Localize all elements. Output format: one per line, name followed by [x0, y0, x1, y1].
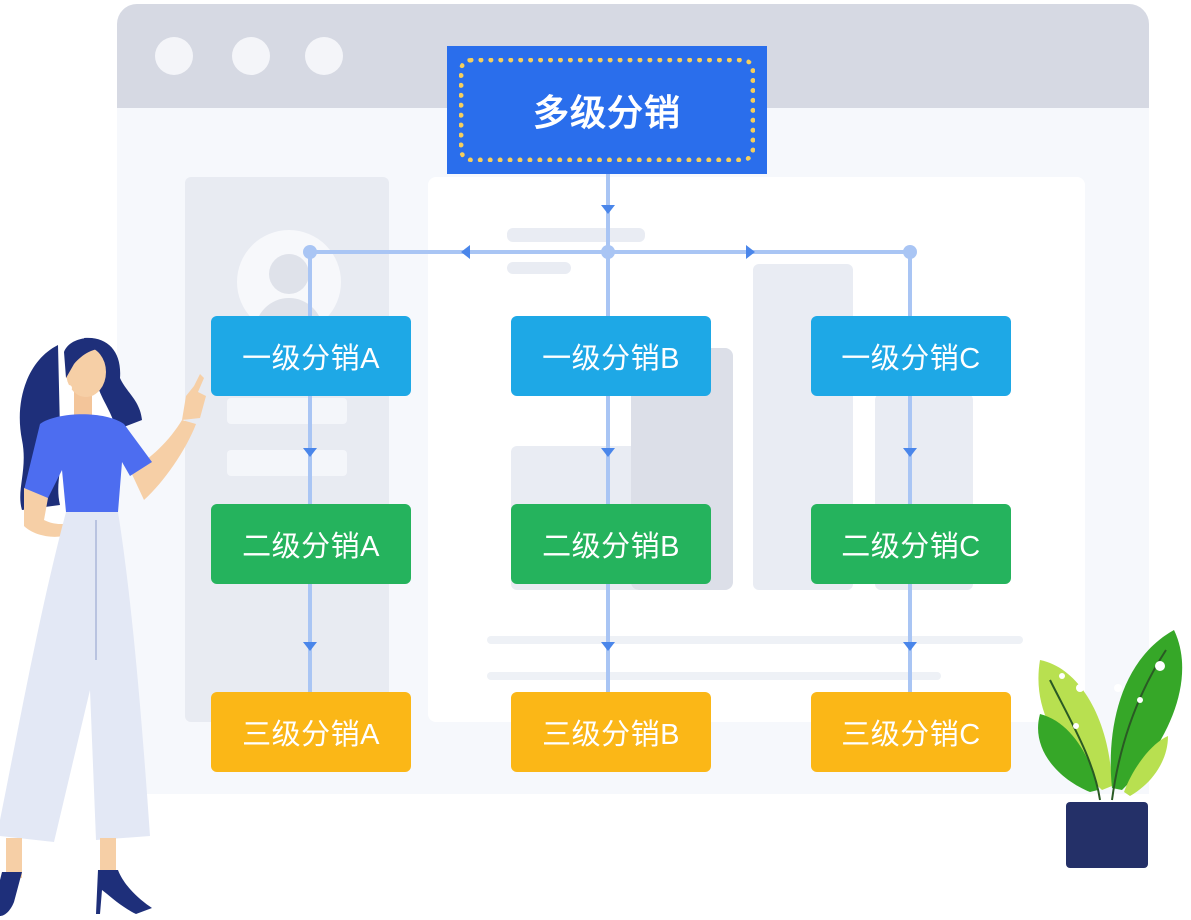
level2-node-b: 二级分销B [511, 504, 711, 584]
marquee-border [459, 58, 755, 162]
arrow-left-icon [461, 245, 470, 259]
window-dot-icon [232, 37, 270, 75]
root-node: 多级分销 [447, 46, 767, 174]
node-label: 二级分销C [841, 531, 981, 563]
background-line [507, 228, 645, 242]
background-line [227, 398, 347, 424]
level1-node-c: 一级分销C [811, 316, 1011, 396]
arrow-right-icon [746, 245, 755, 259]
level2-node-c: 二级分销C [811, 504, 1011, 584]
background-line [487, 636, 1023, 644]
arrow-down-icon [601, 205, 615, 214]
background-line [487, 672, 941, 680]
node-label: 一级分销A [242, 343, 380, 375]
root-node-label: 多级分销 [532, 92, 681, 133]
level1-node-b: 一级分销B [511, 316, 711, 396]
node-label: 一级分销B [542, 343, 680, 375]
window-dot-icon [155, 37, 193, 75]
node-label: 一级分销C [841, 343, 981, 375]
background-line [227, 450, 347, 476]
level1-node-a: 一级分销A [211, 316, 411, 396]
window-dot-icon [305, 37, 343, 75]
node-label: 三级分销B [542, 719, 680, 751]
background-line [507, 262, 571, 274]
node-label: 二级分销B [542, 531, 680, 563]
level3-node-a: 三级分销A [211, 692, 411, 772]
node-label: 二级分销A [242, 531, 380, 563]
node-label: 三级分销C [841, 719, 981, 751]
node-label: 三级分销A [242, 719, 380, 751]
level2-node-a: 二级分销A [211, 504, 411, 584]
level3-node-c: 三级分销C [811, 692, 1011, 772]
level3-node-b: 三级分销B [511, 692, 711, 772]
